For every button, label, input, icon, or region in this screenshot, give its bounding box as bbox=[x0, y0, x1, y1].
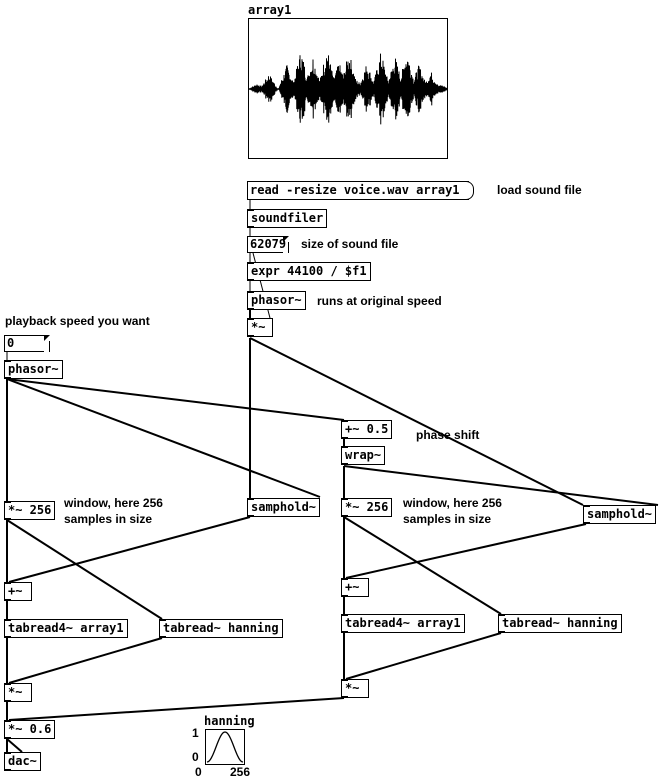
array1-graph[interactable] bbox=[248, 18, 448, 159]
cord bbox=[345, 523, 587, 579]
comment-playback-speed: playback speed you want bbox=[5, 314, 150, 328]
hanning-x-min-label: 0 bbox=[195, 765, 202, 779]
add-half-object[interactable]: +~ 0.5 bbox=[341, 420, 393, 439]
hanning-label: hanning bbox=[204, 714, 255, 728]
array1-label: array1 bbox=[248, 3, 292, 17]
tabread-hanning-left-object[interactable]: tabread~ hanning bbox=[159, 619, 283, 638]
multiply-original-object[interactable]: *~ bbox=[247, 318, 273, 337]
wrap-object[interactable]: wrap~ bbox=[341, 446, 386, 465]
phasor-original-object[interactable]: phasor~ bbox=[247, 291, 306, 310]
cord bbox=[343, 516, 502, 615]
cord bbox=[6, 738, 23, 753]
cord bbox=[6, 519, 163, 620]
hanning-y-min-label: 0 bbox=[192, 750, 199, 764]
playback-speed-number[interactable]: 0 bbox=[4, 335, 50, 352]
comment-window-left-line1: window, here 256 bbox=[64, 496, 163, 510]
soundfile-size-number[interactable]: 62079 bbox=[247, 236, 289, 253]
hanning-curve bbox=[206, 731, 244, 763]
samphold-right-object[interactable]: samphold~ bbox=[583, 505, 657, 524]
tabread4-right-object[interactable]: tabread4~ array1 bbox=[341, 614, 465, 633]
comment-window-right-line2: samples in size bbox=[403, 512, 492, 526]
cord bbox=[8, 697, 345, 721]
cord bbox=[8, 516, 251, 583]
multiply-right-object[interactable]: *~ bbox=[341, 679, 369, 698]
samphold-left-object[interactable]: samphold~ bbox=[247, 498, 321, 517]
cord bbox=[6, 378, 345, 421]
comment-window-left-line2: samples in size bbox=[64, 512, 153, 526]
tabread4-left-object[interactable]: tabread4~ array1 bbox=[4, 619, 128, 638]
dac-object[interactable]: dac~ bbox=[3, 752, 41, 771]
comment-load-sound: load sound file bbox=[497, 183, 582, 197]
hanning-graph[interactable] bbox=[205, 729, 245, 765]
cord bbox=[345, 632, 502, 680]
expr-object[interactable]: expr 44100 / $f1 bbox=[247, 262, 371, 281]
plus-left-object[interactable]: +~ bbox=[4, 582, 32, 601]
multiply-256-left-object[interactable]: *~ 256 bbox=[4, 501, 56, 520]
tabread-hanning-right-object[interactable]: tabread~ hanning bbox=[498, 614, 622, 633]
cord bbox=[8, 637, 163, 684]
comment-window-right-line1: window, here 256 bbox=[403, 496, 502, 510]
multiply-output-object[interactable]: *~ 0.6 bbox=[4, 720, 56, 739]
cord bbox=[6, 378, 321, 498]
hanning-x-max-label: 256 bbox=[230, 765, 251, 779]
hanning-y-max-label: 1 bbox=[192, 726, 199, 740]
multiply-left-object[interactable]: *~ bbox=[4, 683, 32, 702]
cord bbox=[343, 465, 659, 506]
cord bbox=[249, 337, 584, 506]
comment-original-speed: runs at original speed bbox=[317, 294, 442, 308]
soundfiler-object[interactable]: soundfiler bbox=[247, 209, 328, 228]
comment-phase-shift: phase shift bbox=[416, 428, 480, 442]
read-soundfile-message[interactable]: read -resize voice.wav array1 bbox=[247, 181, 474, 200]
comment-size-sound: size of sound file bbox=[301, 237, 399, 251]
phasor-speed-object[interactable]: phasor~ bbox=[4, 360, 63, 379]
array1-waveform bbox=[248, 53, 448, 125]
plus-right-object[interactable]: +~ bbox=[341, 578, 369, 597]
multiply-256-right-object[interactable]: *~ 256 bbox=[341, 498, 393, 517]
